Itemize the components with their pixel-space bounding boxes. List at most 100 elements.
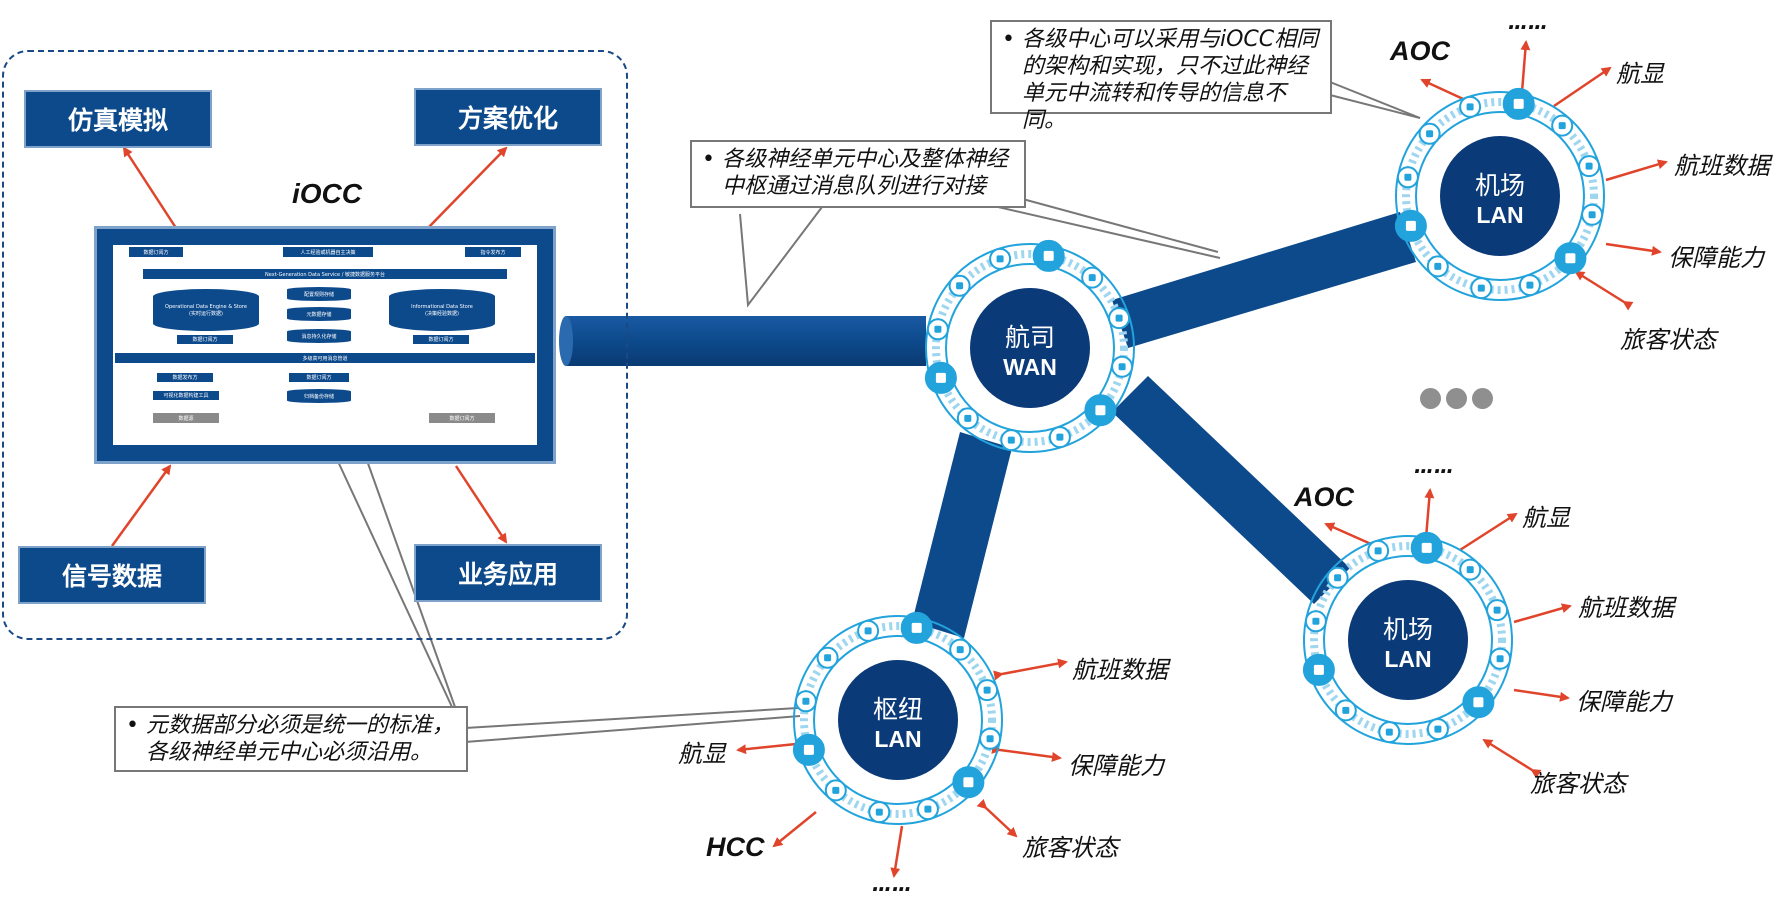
icon-glyph — [983, 686, 991, 694]
icon-glyph — [1565, 253, 1576, 264]
node-lan-right-label: 机场 LAN — [1348, 610, 1468, 673]
icon-glyph — [924, 805, 932, 813]
icon-glyph — [1496, 655, 1504, 663]
icon-glyph — [1342, 706, 1350, 714]
node-ring-hub — [793, 615, 1003, 825]
callout-bottom-left: • 元数据部分必须是统一的标准，各级神经单元中心必须沿用。 — [114, 706, 468, 772]
label-hangxian-hub: 航显 — [678, 740, 726, 768]
node-hub-l2: LAN — [874, 726, 922, 752]
label-support-top: 保障能力 — [1668, 244, 1764, 272]
node-wan-l1: 航司 — [1004, 323, 1055, 352]
callout-top-right: • 各级中心可以采用与iOCC相同的架构和实现，只不过此神经单元中流转和传导的信… — [990, 20, 1332, 133]
node-hub-core — [838, 660, 958, 780]
mini-visual-tool: 可视化数据构建工具 — [153, 391, 219, 400]
node-hub-label: 枢纽 LAN — [838, 690, 958, 753]
callout-middle-text: 各级神经单元中心及整体神经中枢通过消息队列进行对接 — [722, 147, 1009, 199]
label-hangxian-top: 航显 — [1616, 60, 1664, 88]
mini-ode-sub: (实时运行数据) — [189, 310, 223, 317]
label-aoc-right: AOC — [1294, 482, 1354, 512]
mini-publisher-top-right: 指令发布方 — [465, 247, 521, 257]
icon-glyph — [1426, 130, 1434, 138]
icon-glyph — [1477, 284, 1485, 292]
icon-glyph — [1585, 162, 1593, 170]
label-support-hub: 保障能力 — [1068, 752, 1164, 780]
label-flight-top: 航班数据 — [1674, 152, 1770, 180]
mini-sub-left: 数据订阅方 — [177, 335, 233, 344]
node-wan-core — [970, 288, 1090, 408]
icon-glyph — [1313, 664, 1324, 675]
more-nodes-dot — [1420, 388, 1441, 409]
node-hub-l1: 枢纽 — [872, 695, 923, 724]
icon-glyph — [986, 735, 994, 743]
icon-glyph — [1493, 606, 1501, 614]
icon-glyph — [1421, 542, 1432, 553]
node-lan-top-l2: LAN — [1476, 202, 1524, 228]
label-passenger-right: 旅客状态 — [1530, 770, 1626, 798]
iocc-arrows — [110, 146, 508, 547]
label-flight-right: 航班数据 — [1578, 594, 1674, 622]
bullet: • — [702, 147, 715, 172]
node-ring-lan-top — [1395, 91, 1605, 301]
icon-glyph — [911, 622, 922, 633]
icon-glyph — [1588, 211, 1596, 219]
mini-subscriber-top-left: 数据订阅方 — [129, 247, 183, 257]
icon-glyph — [1385, 728, 1393, 736]
icon-glyph — [1558, 122, 1566, 130]
lan-top-arrows — [1420, 40, 1668, 311]
bullet: • — [126, 713, 139, 738]
icon-glyph — [1056, 433, 1064, 441]
icon-glyph — [1118, 363, 1126, 371]
icon-glyph — [1466, 566, 1474, 574]
icon-glyph — [1473, 697, 1484, 708]
icon-glyph — [963, 777, 974, 788]
callout-top-right-text: 各级中心可以采用与iOCC相同的架构和实现，只不过此神经单元中流转和传导的信息不… — [1022, 27, 1319, 133]
icon-glyph — [1115, 314, 1123, 322]
icon-glyph — [1312, 617, 1320, 625]
callout-middle: • 各级神经单元中心及整体神经中枢通过消息队列进行对接 — [690, 140, 1026, 208]
icon-glyph — [1095, 405, 1106, 416]
node-lan-right-core — [1348, 580, 1468, 700]
mini-meta-store: 元数据存储 — [287, 307, 351, 321]
icon-glyph — [1043, 250, 1054, 261]
icon-glyph — [1088, 274, 1096, 282]
node-lan-top-label: 机场 LAN — [1440, 166, 1560, 229]
node-lan-right-l2: LAN — [1384, 646, 1432, 672]
icon-glyph — [803, 744, 814, 755]
label-passenger-top: 旅客状态 — [1620, 326, 1716, 354]
icon-glyph — [1405, 220, 1416, 231]
bullet: • — [1002, 27, 1015, 52]
icon-glyph — [934, 325, 942, 333]
icon-glyph — [1007, 436, 1015, 444]
hub-arrows — [736, 658, 1068, 878]
node-ring-lan-right — [1303, 535, 1513, 745]
label-aoc-top: AOC — [1390, 36, 1450, 66]
icon-glyph — [1434, 262, 1442, 270]
mini-ids-store: Informational Data Store (决策经验数据) — [389, 289, 495, 331]
label-dots-right: …… — [1414, 454, 1454, 478]
icon-glyph — [1526, 281, 1534, 289]
mini-sub-bottom: 数据订阅方 — [429, 413, 495, 423]
mini-sub-right: 数据订阅方 — [413, 335, 469, 344]
mini-queue: 多级高可用消息管道 — [115, 353, 535, 363]
label-flight-hub: 航班数据 — [1072, 656, 1168, 684]
node-ring-wan — [925, 243, 1135, 453]
label-dots-top: …… — [1508, 10, 1548, 34]
more-nodes-dot — [1472, 388, 1493, 409]
label-hangxian-right: 航显 — [1522, 504, 1570, 532]
mini-config-store: 配置规则存储 — [287, 287, 351, 301]
icon-glyph — [832, 786, 840, 794]
icon-glyph — [864, 627, 872, 635]
icon-glyph — [956, 646, 964, 654]
icon-glyph — [1434, 725, 1442, 733]
callout-connectors — [334, 81, 1421, 743]
label-hcc-hub: HCC — [706, 832, 765, 862]
label-dots-hub: …… — [872, 872, 912, 896]
optimization-box: 方案优化 — [414, 88, 602, 146]
mini-source: 数据源 — [153, 413, 219, 423]
node-lan-top-l1: 机场 — [1474, 171, 1525, 200]
node-wan-label: 航司 WAN — [970, 318, 1090, 381]
pipe-wan-hub — [912, 432, 1012, 638]
mini-pub: 数据发布方 — [157, 373, 213, 382]
mini-sub-mid: 数据订阅方 — [289, 373, 349, 382]
